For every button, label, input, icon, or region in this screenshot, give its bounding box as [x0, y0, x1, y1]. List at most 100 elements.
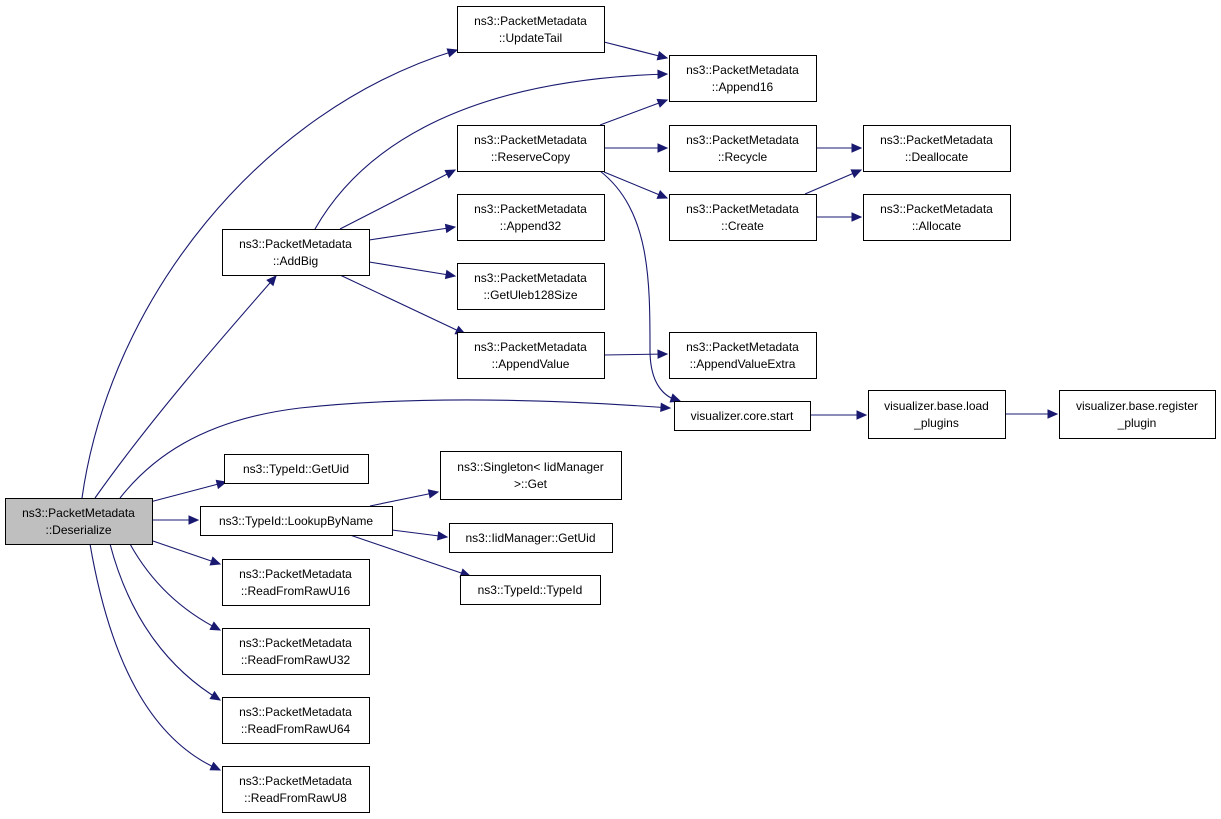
- node-loadplugins[interactable]: visualizer.base.load_plugins: [868, 390, 1006, 439]
- node-label: ns3::PacketMetadata: [686, 202, 799, 216]
- edge-line: [119, 399, 671, 499]
- node-label: _plugin: [1117, 416, 1157, 430]
- node-getuleb[interactable]: ns3::PacketMetadata::GetUleb128Size: [457, 263, 605, 310]
- edge-reservecopy-to-create: [603, 171, 669, 199]
- edge-line: [599, 170, 681, 402]
- node-reservecopy[interactable]: ns3::PacketMetadata::ReserveCopy: [457, 125, 605, 172]
- node-box: [5, 498, 153, 545]
- node-iidgetuid[interactable]: ns3::IidManager::GetUid: [449, 523, 613, 553]
- call-graph-nodes: ns3::PacketMetadata::Deserializens3::Pac…: [5, 6, 1216, 813]
- node-singletonget[interactable]: ns3::Singleton< IidManager >::Get: [440, 451, 622, 500]
- node-append16[interactable]: ns3::PacketMetadata::Append16: [669, 55, 817, 102]
- node-label: ns3::PacketMetadata: [686, 340, 799, 354]
- node-box: [457, 6, 605, 53]
- edge-line: [603, 353, 668, 356]
- node-label: ::Append16: [712, 80, 774, 94]
- node-recycle[interactable]: ns3::PacketMetadata::Recycle: [669, 125, 817, 172]
- node-readu16[interactable]: ns3::PacketMetadata::ReadFromRawU16: [222, 559, 370, 606]
- edge-create-to-deallocate: [804, 169, 863, 195]
- edge-appendvalue-to-appendvalueextra: [603, 349, 669, 359]
- edge-line: [129, 543, 221, 631]
- node-label: ns3::PacketMetadata: [239, 567, 352, 581]
- node-label: ::Allocate: [912, 219, 962, 233]
- node-label: ns3::PacketMetadata: [686, 63, 799, 77]
- edge-line: [369, 491, 439, 507]
- node-registerplugin[interactable]: visualizer.base.register_plugin: [1059, 390, 1216, 439]
- node-box: [222, 229, 370, 276]
- arrowhead: [851, 212, 863, 222]
- arrowhead: [444, 169, 457, 179]
- node-label: ::ReadFromRawU16: [241, 584, 351, 598]
- node-appendvalueextra[interactable]: ns3::PacketMetadata::AppendValueExtra: [669, 332, 817, 379]
- arrowhead: [427, 489, 440, 499]
- node-label: ::AppendValue: [492, 357, 570, 371]
- node-label: ::Create: [721, 219, 764, 233]
- node-append32[interactable]: ns3::PacketMetadata::Append32: [457, 194, 605, 241]
- node-label: ns3::IidManager::GetUid: [465, 531, 595, 545]
- node-label: ns3::PacketMetadata: [880, 202, 993, 216]
- arrowhead: [657, 69, 669, 80]
- edge-line: [149, 539, 221, 565]
- edge-reservecopy-to-append16: [599, 98, 669, 126]
- arrowhead: [209, 761, 222, 771]
- edge-deserialize-to-corestart: [119, 399, 672, 499]
- arrowhead: [437, 531, 449, 541]
- node-create[interactable]: ns3::PacketMetadata::Create: [669, 194, 817, 241]
- arrowhead: [656, 51, 669, 61]
- node-readu32[interactable]: ns3::PacketMetadata::ReadFromRawU32: [222, 628, 370, 675]
- node-box: [457, 263, 605, 310]
- arrowhead: [209, 556, 222, 566]
- edge-line: [339, 274, 466, 335]
- arrowhead: [1047, 409, 1059, 419]
- node-label: ::GetUleb128Size: [483, 288, 577, 302]
- node-box: [457, 194, 605, 241]
- node-label: ns3::TypeId::LookupByName: [219, 514, 373, 528]
- edge-deserialize-to-lookupbyname: [152, 515, 200, 525]
- node-box: [440, 451, 622, 500]
- node-label: ns3::PacketMetadata: [239, 636, 352, 650]
- node-label: ns3::PacketMetadata: [239, 774, 352, 788]
- edge-line: [94, 275, 277, 499]
- edge-addbig-to-append32: [368, 223, 457, 241]
- node-label: ::Deallocate: [905, 150, 969, 164]
- node-updatetail[interactable]: ns3::PacketMetadata::UpdateTail: [457, 6, 605, 53]
- node-box: [863, 125, 1011, 172]
- edge-recycle-to-deallocate: [816, 143, 863, 153]
- node-appendvalue[interactable]: ns3::PacketMetadata::AppendValue: [457, 332, 605, 379]
- node-corestart[interactable]: visualizer.core.start: [674, 401, 811, 431]
- node-typeidgetuid[interactable]: ns3::TypeId::GetUid: [224, 454, 369, 484]
- node-label: ::UpdateTail: [499, 31, 562, 45]
- node-box: [222, 628, 370, 675]
- node-label: ns3::PacketMetadata: [239, 237, 352, 251]
- node-label: ::ReadFromRawU32: [241, 653, 351, 667]
- edge-deserialize-to-addbig: [94, 275, 277, 499]
- node-box: [863, 194, 1011, 241]
- node-box: [224, 454, 369, 484]
- edge-deserialize-to-readu32: [129, 543, 222, 631]
- arrowhead: [266, 275, 277, 287]
- node-label: ::Recycle: [718, 150, 768, 164]
- edge-lookupbyname-to-singletonget: [369, 489, 440, 507]
- node-allocate[interactable]: ns3::PacketMetadata::Allocate: [863, 194, 1011, 241]
- node-deserialize[interactable]: ns3::PacketMetadata::Deserialize: [5, 498, 153, 545]
- node-box: [669, 55, 817, 102]
- node-deallocate[interactable]: ns3::PacketMetadata::Deallocate: [863, 125, 1011, 172]
- node-readu8[interactable]: ns3::PacketMetadata::ReadFromRawU8: [222, 766, 370, 813]
- arrowhead: [656, 189, 669, 199]
- node-readu64[interactable]: ns3::PacketMetadata::ReadFromRawU64: [222, 697, 370, 744]
- node-box: [449, 523, 613, 553]
- arrowhead: [444, 269, 457, 280]
- edge-line: [804, 169, 862, 195]
- node-label: visualizer.core.start: [691, 409, 794, 423]
- edge-reservecopy-to-corestart: [599, 170, 682, 403]
- node-lookupbyname[interactable]: ns3::TypeId::LookupByName: [200, 506, 393, 536]
- node-label: ns3::TypeId::GetUid: [243, 462, 349, 476]
- edge-line: [339, 169, 456, 230]
- node-addbig[interactable]: ns3::PacketMetadata::AddBig: [222, 229, 370, 276]
- arrowhead: [215, 479, 228, 490]
- edge-line: [368, 261, 456, 277]
- edge-deserialize-to-typeidgetuid: [149, 479, 228, 503]
- node-label: ns3::PacketMetadata: [474, 271, 587, 285]
- arrowhead: [856, 410, 868, 420]
- node-typeidctor[interactable]: ns3::TypeId::TypeId: [460, 575, 601, 605]
